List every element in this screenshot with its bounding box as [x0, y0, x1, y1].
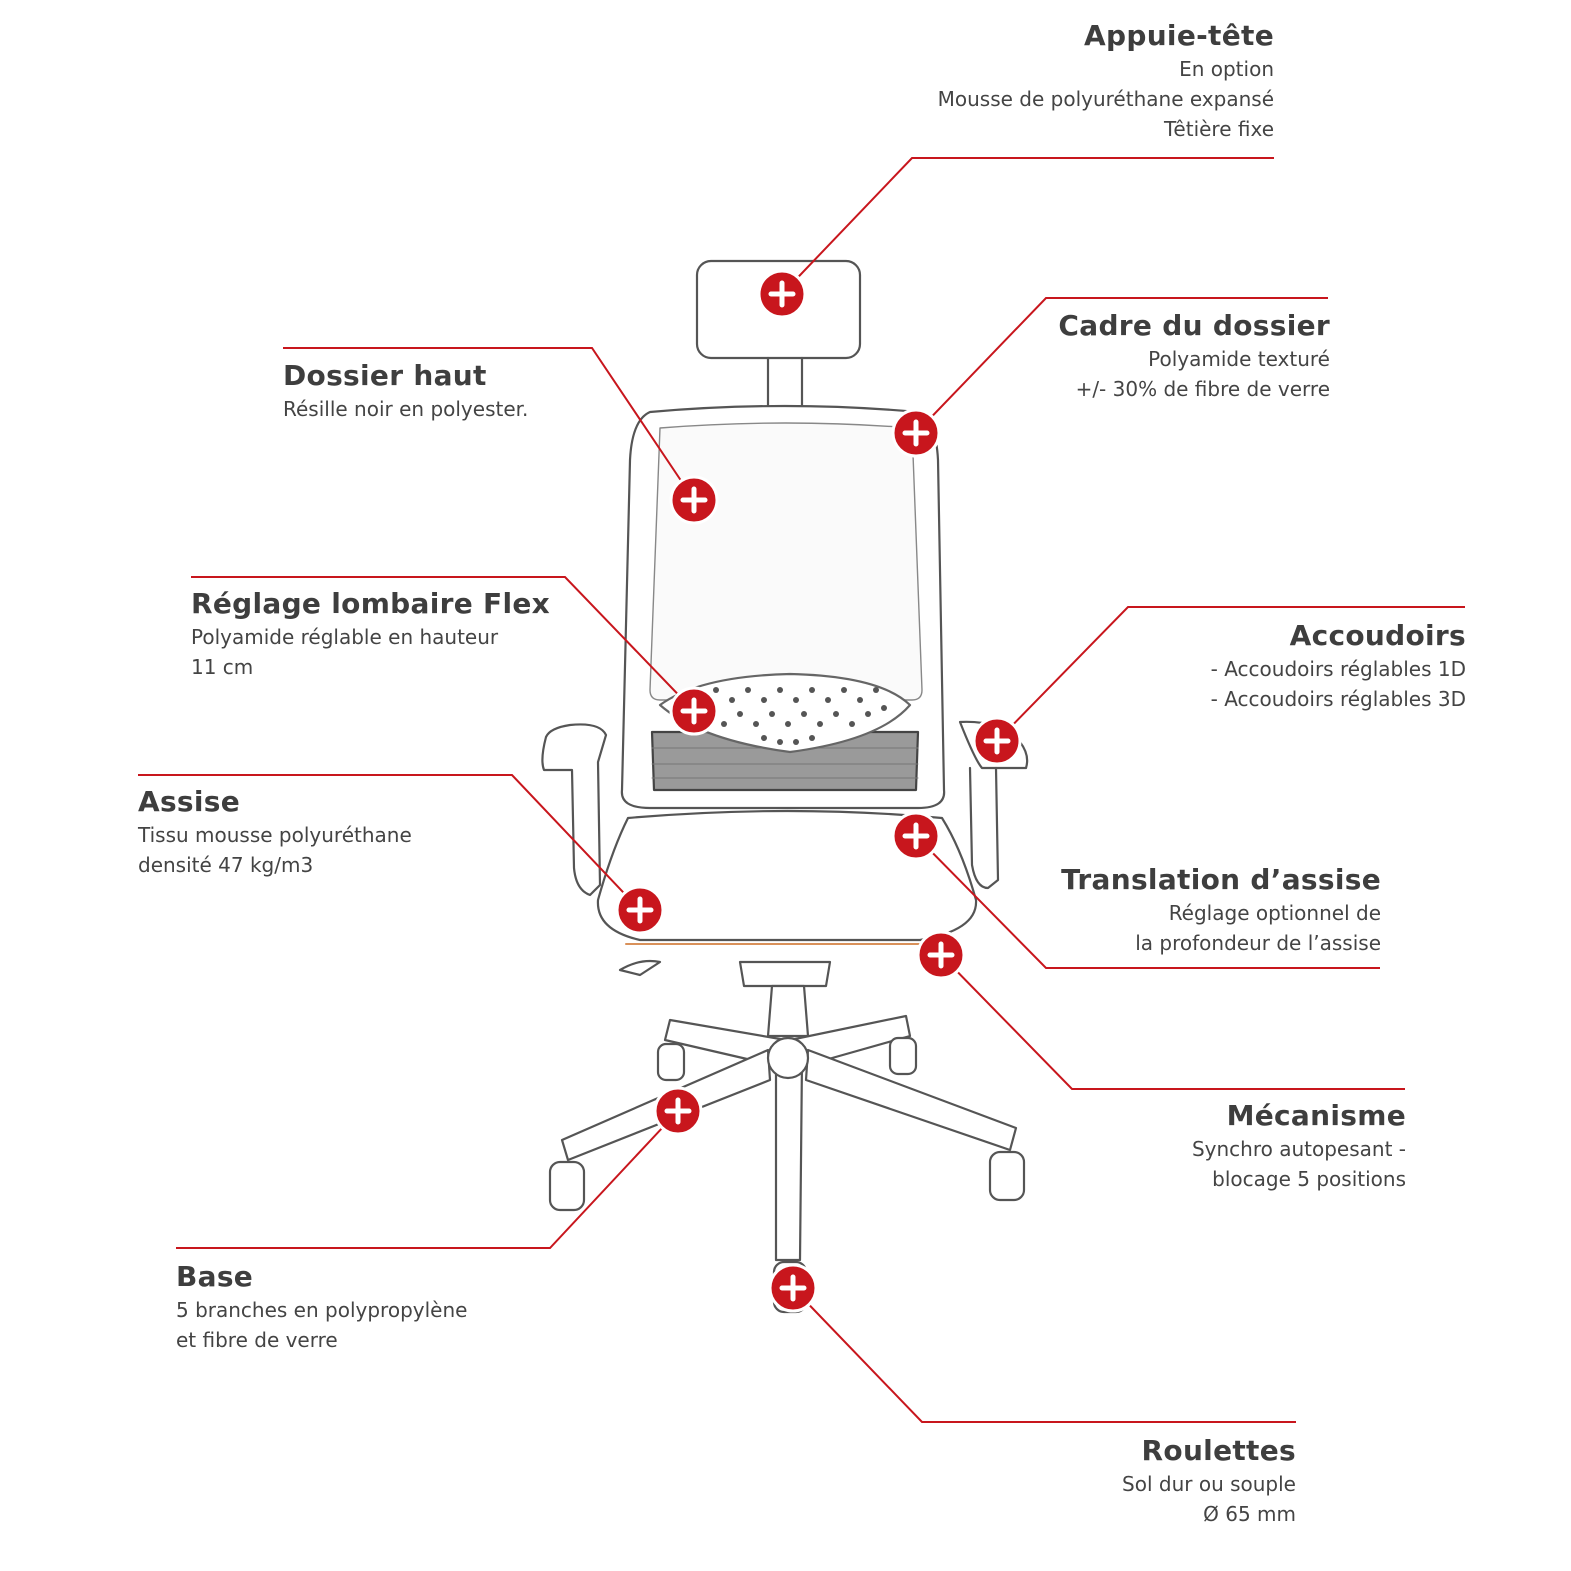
- callout-line: Résille noir en polyester.: [283, 397, 529, 421]
- plus-icon: [927, 941, 955, 969]
- chair-illustration: [541, 259, 1029, 1314]
- callout-line: 11 cm: [191, 655, 254, 679]
- leader-appuie-tete: [781, 157, 1274, 295]
- callout-line: densité 47 kg/m3: [138, 853, 314, 877]
- leader-translation: [915, 835, 1380, 969]
- callout-line: 5 branches en polypropylène: [176, 1298, 468, 1322]
- callout-line: Sol dur ou souple: [1122, 1472, 1296, 1496]
- callout-reglage-lombaire: Réglage lombaire Flex Polyamide réglable…: [191, 586, 550, 682]
- callout-line: - Accoudoirs réglables 1D: [1210, 657, 1466, 681]
- callout-base: Base 5 branches en polypropylène et fibr…: [176, 1259, 467, 1355]
- callout-title: Mécanisme: [1226, 1099, 1406, 1132]
- hotspot-base[interactable]: [653, 1086, 703, 1136]
- callout-title: Roulettes: [1141, 1434, 1296, 1467]
- callout-title: Base: [176, 1260, 254, 1293]
- leader-dossier-haut: [283, 347, 695, 501]
- callout-line: et fibre de verre: [176, 1328, 338, 1352]
- callout-title: Cadre du dossier: [1058, 309, 1330, 342]
- hotspot-cadre-dossier[interactable]: [891, 408, 941, 458]
- callout-appuie-tete: Appuie-tête En option Mousse de polyurét…: [938, 18, 1274, 144]
- plus-icon: [902, 419, 930, 447]
- callout-line: Polyamide texturé: [1148, 347, 1330, 371]
- callout-line: blocage 5 positions: [1212, 1167, 1406, 1191]
- plus-icon: [902, 822, 930, 850]
- leader-lines: [138, 157, 1465, 1423]
- callout-title: Dossier haut: [283, 359, 487, 392]
- callout-assise: Assise Tissu mousse polyuréthane densité…: [138, 784, 412, 880]
- plus-icon: [680, 697, 708, 725]
- callout-title: Translation d’assise: [1061, 863, 1381, 896]
- plus-icon: [768, 280, 796, 308]
- leader-roulettes: [792, 1287, 1296, 1423]
- callout-line: Polyamide réglable en hauteur: [191, 625, 499, 649]
- callout-line: En option: [1179, 57, 1274, 81]
- hotspots: [615, 269, 1022, 1313]
- callout-accoudoirs: Accoudoirs - Accoudoirs réglables 1D - A…: [1211, 618, 1466, 714]
- plus-icon: [664, 1097, 692, 1125]
- leader-mecanisme: [940, 954, 1405, 1090]
- callout-line: Mousse de polyuréthane expansé: [937, 87, 1274, 111]
- hotspot-mecanisme[interactable]: [916, 930, 966, 980]
- hotspot-assise[interactable]: [615, 885, 665, 935]
- callout-line: la profondeur de l’assise: [1135, 931, 1381, 955]
- callout-line: +/- 30% de fibre de verre: [1075, 377, 1330, 401]
- callout-title: Accoudoirs: [1289, 619, 1466, 652]
- plus-icon: [626, 896, 654, 924]
- plus-icon: [680, 486, 708, 514]
- hotspot-appuie-tete[interactable]: [757, 269, 807, 319]
- leader-reglage-lombaire: [191, 576, 695, 712]
- callout-line: Réglage optionnel de: [1168, 901, 1381, 925]
- leader-base: [176, 1110, 679, 1249]
- leader-cadre-dossier: [915, 297, 1328, 434]
- leader-accoudoirs: [996, 606, 1465, 742]
- hotspot-translation[interactable]: [891, 811, 941, 861]
- callout-line: - Accoudoirs réglables 3D: [1210, 687, 1466, 711]
- callout-line: Tissu mousse polyuréthane: [138, 823, 412, 847]
- callout-title: Assise: [138, 785, 241, 818]
- hotspot-reglage-lombaire[interactable]: [669, 686, 719, 736]
- plus-icon: [779, 1274, 807, 1302]
- leader-assise: [138, 774, 641, 911]
- callout-mecanisme: Mécanisme Synchro autopesant - blocage 5…: [1192, 1098, 1406, 1194]
- callout-title: Réglage lombaire Flex: [191, 587, 551, 620]
- hotspot-accoudoirs[interactable]: [972, 716, 1022, 766]
- hotspot-roulettes[interactable]: [768, 1263, 818, 1313]
- callout-line: Ø 65 mm: [1203, 1502, 1296, 1526]
- callout-roulettes: Roulettes Sol dur ou souple Ø 65 mm: [1122, 1433, 1296, 1529]
- callout-title: Appuie-tête: [1084, 19, 1274, 52]
- plus-icon: [983, 727, 1011, 755]
- hotspot-dossier-haut[interactable]: [669, 475, 719, 525]
- callout-line: Synchro autopesant -: [1191, 1137, 1406, 1161]
- callout-line: Têtière fixe: [1164, 117, 1274, 141]
- callout-translation: Translation d’assise Réglage optionnel d…: [1061, 862, 1381, 958]
- callout-cadre-dossier: Cadre du dossier Polyamide texturé +/- 3…: [1058, 308, 1330, 404]
- callout-dossier-haut: Dossier haut Résille noir en polyester.: [283, 358, 528, 424]
